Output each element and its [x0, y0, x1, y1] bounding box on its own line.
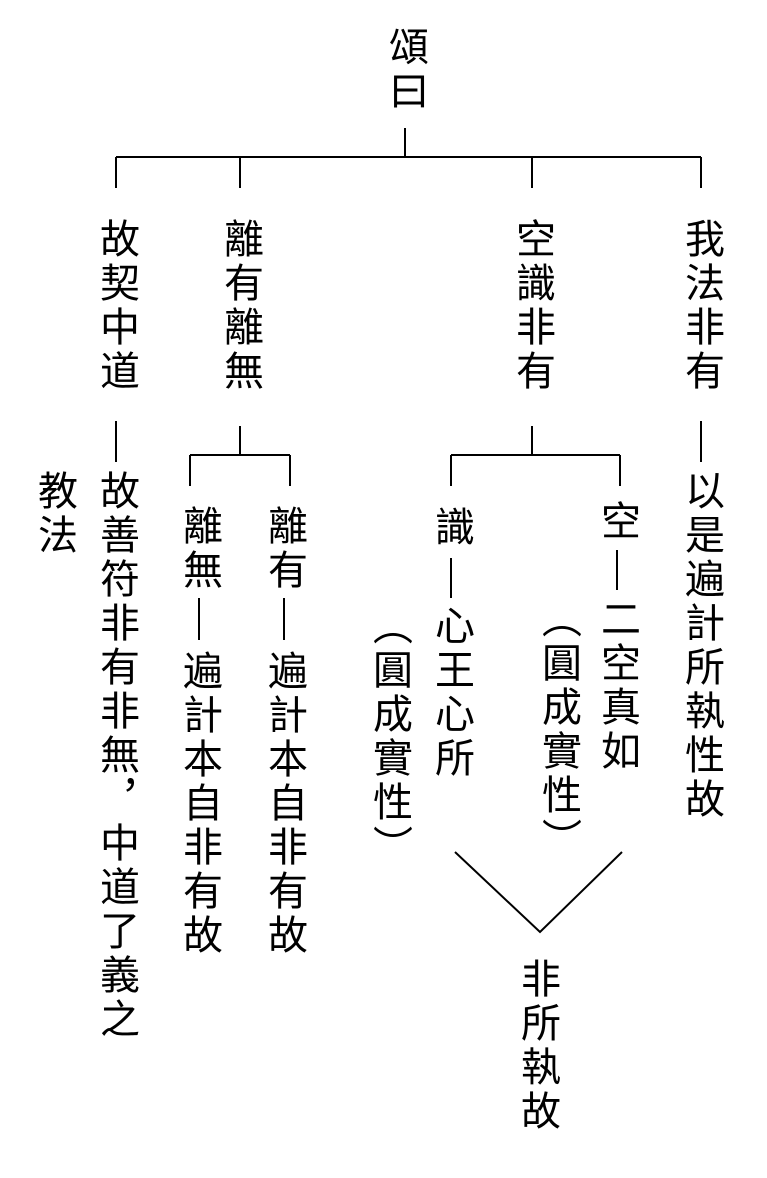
- branch-2-title: 離有離無: [217, 218, 263, 394]
- branch-3-child-1-label: 識: [428, 506, 474, 550]
- branch-3-child-2-label: 空: [594, 500, 640, 544]
- branch-3-merge-conclusion: 非所執故: [514, 958, 560, 1134]
- branch-1-title: 故契中道: [93, 218, 139, 394]
- root-label: 頌曰: [382, 26, 428, 114]
- branch-4-explanation: 以是遍計所執性故: [678, 470, 724, 822]
- branch-3-title: 空識非有: [509, 218, 555, 394]
- branch-2-child-1-explanation: 遍計本自非有故: [176, 650, 222, 958]
- branch-1-note: 教法: [31, 470, 77, 558]
- branch-3-child-1-note: （圓成實性）: [366, 605, 412, 869]
- branch-3-child-2-note: （圓成實性）: [535, 598, 581, 862]
- branch-1-explanation: 故善符非有非無，中道了義之: [93, 470, 139, 1042]
- branch-2-child-2-explanation: 遍計本自非有故: [261, 650, 307, 958]
- branch-2-child-2-label: 離有: [261, 505, 307, 593]
- branch-3-child-1-explanation: 心王心所: [428, 605, 474, 781]
- merge-v-connector: [454, 851, 623, 934]
- branch-2-child-1-label: 離無: [176, 505, 222, 593]
- branch-3-child-2-explanation: 二空真如: [594, 598, 640, 774]
- branch-4-title: 我法非有: [678, 218, 724, 394]
